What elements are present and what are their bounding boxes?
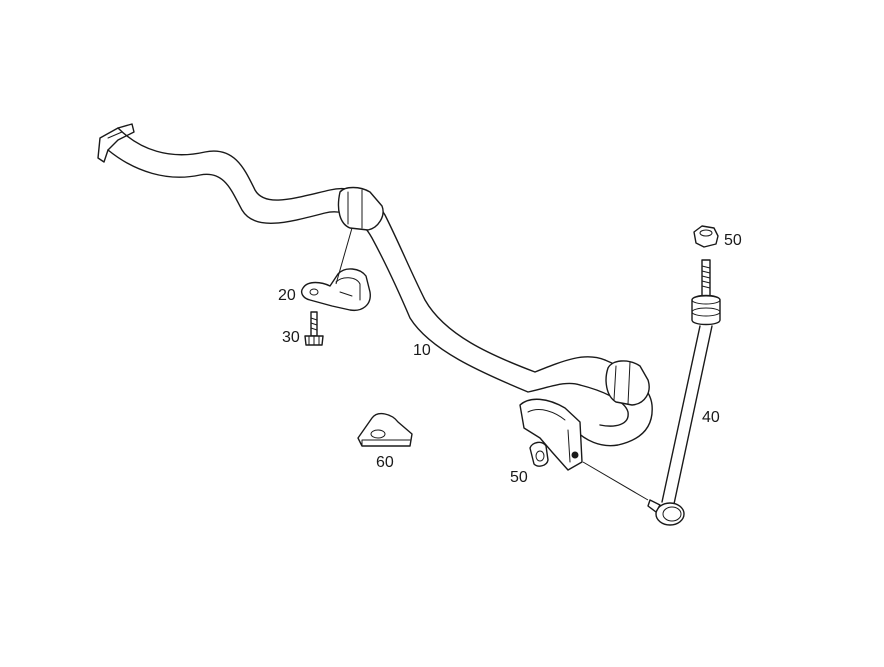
callout-40: 40 bbox=[702, 409, 720, 426]
callout-10: 10 bbox=[413, 342, 431, 359]
coupling-link[interactable] bbox=[647, 259, 721, 526]
leader-lines bbox=[335, 227, 649, 501]
self-locking-nut-bottom[interactable] bbox=[529, 441, 549, 467]
callout-20: 20 bbox=[278, 287, 296, 304]
callout-60: 60 bbox=[376, 454, 394, 471]
stabilizer-bar[interactable] bbox=[97, 123, 653, 471]
mounting-bracket[interactable] bbox=[357, 412, 413, 447]
callout-30: 30 bbox=[282, 329, 300, 346]
self-locking-nut-top[interactable] bbox=[693, 225, 719, 248]
clamp-bolt[interactable] bbox=[304, 311, 324, 346]
callout-50-top: 50 bbox=[724, 232, 742, 249]
callout-50-bottom: 50 bbox=[510, 469, 528, 486]
bushing-clamp[interactable] bbox=[301, 268, 371, 312]
